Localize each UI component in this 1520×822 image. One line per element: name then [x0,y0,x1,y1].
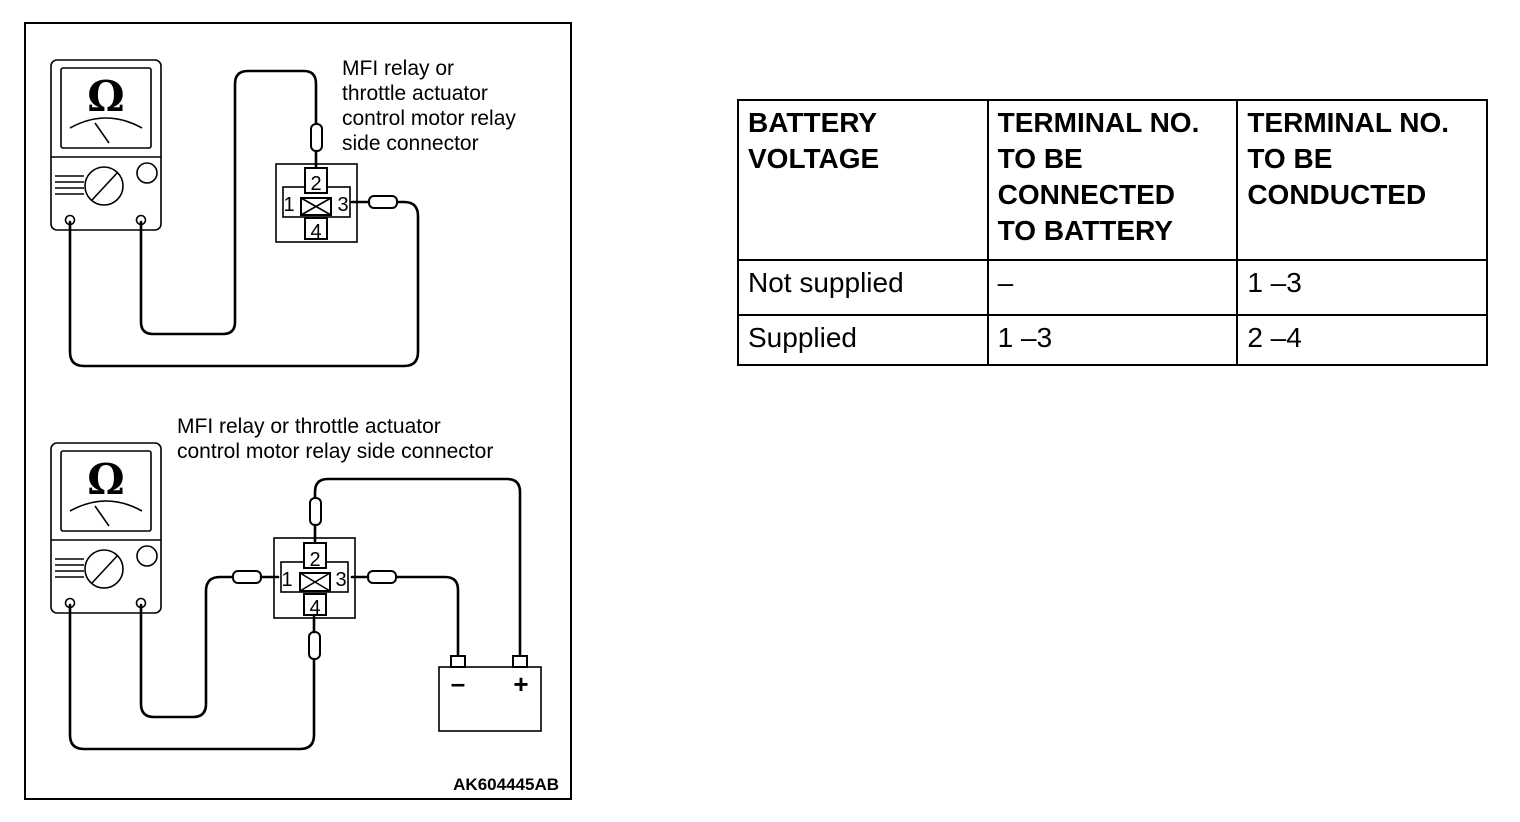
header-line: TO BE [1247,143,1333,174]
relay-connector-top: 1 2 3 4 [275,163,358,243]
bottom-wires [68,477,522,751]
battery-positive-sign: + [513,669,528,699]
top-label-line-4: side connector [342,132,479,155]
selector-knob-bottom [84,549,124,589]
top-label-line-3: control motor relay [342,107,516,130]
probe-tips-top [310,123,398,209]
table-row: Supplied 1 –3 2 –4 [737,314,1488,366]
table-cell: 1 –3 [1236,259,1488,316]
pin-4-top: 4 [310,221,321,243]
table-header-row: BATTERY VOLTAGE TERMINAL NO. TO BE CONNE… [737,99,1488,261]
table-cell: 1 –3 [986,314,1239,366]
header-line: BATTERY [748,107,878,138]
table-cell: Not supplied [737,259,989,316]
battery-positive-terminal [512,655,528,668]
top-label-line-1: MFI relay or [342,57,454,80]
header-line: TERMINAL NO. [1247,107,1450,138]
ohm-symbol-bottom: Ω [87,455,124,504]
pin-3-bottom: 3 [335,569,346,591]
header-line: TO BATTERY [997,215,1173,246]
battery: – + [438,655,542,732]
pin-2-bottom: 2 [309,549,320,571]
table-cell: – [986,259,1239,316]
bottom-connector-label: MFI relay or throttle actuator control m… [177,415,493,463]
diagram-frame [24,22,572,800]
table-row: Not supplied – 1 –3 [737,259,1488,316]
header-line: VOLTAGE [748,143,880,174]
ohmmeter-top: Ω [50,59,162,231]
relay-connector-bottom: 1 2 3 4 [273,537,356,619]
figure-code: AK604445AB [453,775,559,794]
header-terminal-conducted: TERMINAL NO. TO BE CONDUCTED [1236,99,1488,261]
battery-negative-sign: – [451,668,465,698]
ohmmeter-bottom: Ω [50,442,162,614]
pin-4-bottom: 4 [309,597,320,619]
bottom-label-line-1: MFI relay or throttle actuator [177,415,441,438]
header-line: CONNECTED [997,179,1175,210]
header-line: CONDUCTED [1247,179,1427,210]
header-terminal-connected: TERMINAL NO. TO BE CONNECTED TO BATTERY [986,99,1239,261]
top-label-line-2: throttle actuator [342,82,488,105]
top-connector-label: MFI relay or throttle actuator control m… [342,57,516,155]
pin-1-top: 1 [283,194,294,216]
bottom-label-line-2: control motor relay side connector [177,440,493,463]
top-wires [68,69,420,368]
header-battery-voltage: BATTERY VOLTAGE [737,99,989,261]
pin-2-top: 2 [310,173,321,195]
header-line: TO BE [997,143,1083,174]
ohm-symbol-top: Ω [87,72,124,121]
pin-1-bottom: 1 [281,569,292,591]
header-line: TERMINAL NO. [997,107,1200,138]
table-cell: 2 –4 [1236,314,1488,366]
continuity-spec-table: BATTERY VOLTAGE TERMINAL NO. TO BE CONNE… [737,99,1488,366]
battery-negative-terminal [450,655,466,668]
probe-tips-bottom [232,497,397,660]
selector-knob-top [84,166,124,206]
pin-3-top: 3 [337,194,348,216]
table-cell: Supplied [737,314,989,366]
